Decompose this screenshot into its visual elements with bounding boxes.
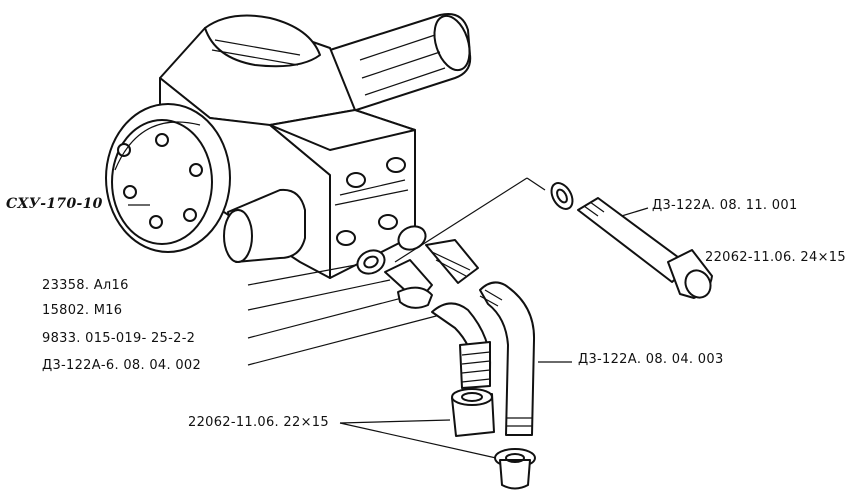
elbow-002 <box>431 302 492 389</box>
label-pipe-001: Д3-122А. 08. 11. 001 <box>652 198 798 213</box>
label-elbow-002: Д3-122А-6. 08. 04. 002 <box>42 358 202 373</box>
label-washer-23358: 23358. Ал16 <box>42 278 129 293</box>
pump-body <box>105 13 472 279</box>
pipe-003 <box>479 281 536 436</box>
label-washer-15802: 15802. М16 <box>42 303 123 318</box>
pipe-001 <box>550 182 713 299</box>
label-pump: СХУ-170-10 <box>6 196 103 212</box>
label-fitting-22062-24: 22062-11.06. 24×15 <box>705 250 846 265</box>
union-fittings <box>356 225 479 309</box>
sleeve-bottom <box>494 448 536 490</box>
label-pipe-003: Д3-122А. 08. 04. 003 <box>578 352 724 367</box>
label-fitting-22062-22: 22062-11.06. 22×15 <box>188 415 329 430</box>
nut-22x15 <box>451 388 495 437</box>
label-ring-9833: 9833. 015-019- 25-2-2 <box>42 331 196 346</box>
